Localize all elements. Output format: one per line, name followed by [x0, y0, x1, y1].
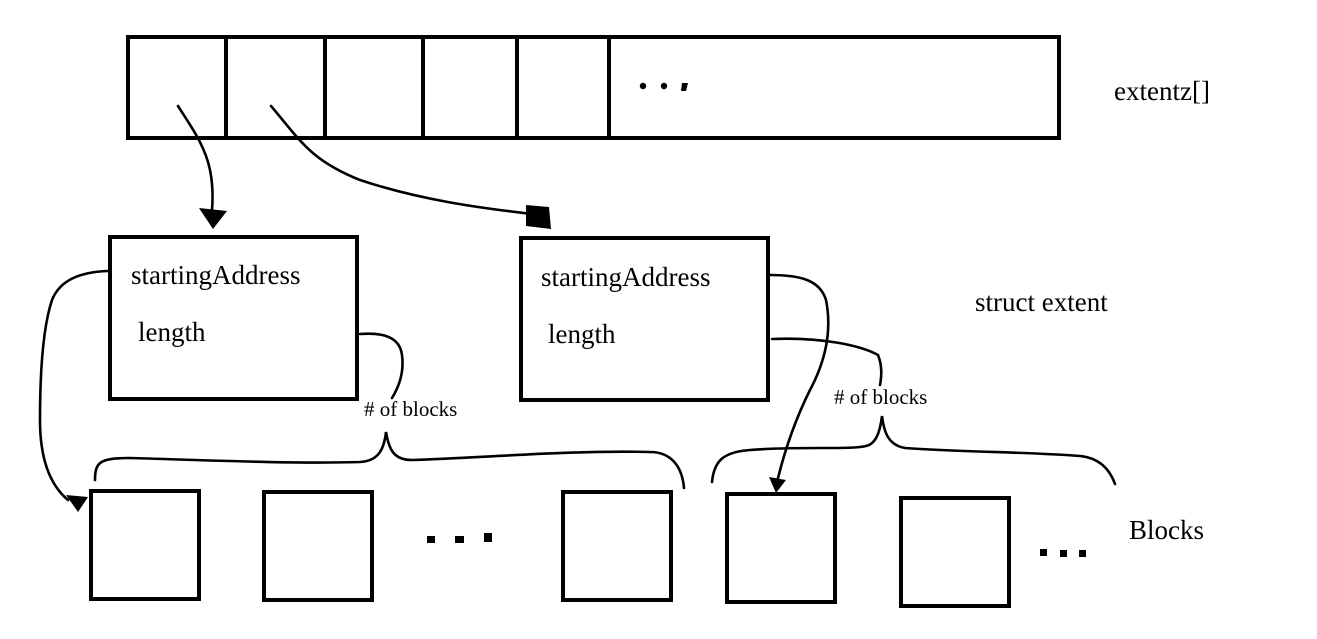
arrow-cell1-to-extent1	[269, 104, 534, 216]
extent-field-starting-address: startingAddress	[541, 262, 710, 292]
array-to-extent-arrows	[176, 104, 551, 229]
extent-box-0: startingAddress length	[108, 235, 359, 401]
brace-label: # of blocks	[834, 385, 927, 409]
brace-shape	[93, 431, 686, 490]
array-ellipsis	[639, 82, 688, 91]
block	[899, 496, 1011, 608]
arrow-head	[526, 205, 551, 229]
block	[561, 490, 673, 602]
extent-box-outline	[108, 235, 359, 401]
brace-1: # of blocks	[710, 385, 1117, 486]
extent-field-length: length	[548, 319, 616, 349]
arrow-cell0-to-extent0	[176, 104, 214, 212]
extent-array	[126, 35, 1061, 140]
array-outline	[126, 35, 1061, 140]
array-label: extentz[]	[1114, 76, 1210, 106]
brace-label: # of blocks	[364, 397, 457, 421]
extent-field-length: length	[138, 317, 206, 347]
arrow-head	[66, 495, 88, 512]
brace-0: # of blocks	[93, 397, 686, 490]
brace-shape	[710, 415, 1117, 486]
blocks-label: Blocks	[1129, 515, 1204, 545]
arrow-head	[199, 208, 227, 229]
struct-label: struct extent	[975, 287, 1108, 317]
blocks-ellipsis	[1040, 549, 1086, 557]
extent-box-1: startingAddress length	[519, 236, 770, 402]
extent-field-starting-address: startingAddress	[131, 260, 300, 290]
block	[262, 490, 374, 602]
extent-box-outline	[519, 236, 770, 402]
block	[89, 489, 201, 601]
block	[725, 492, 837, 604]
leader-extent0-length	[358, 332, 404, 400]
leader-extent1-length	[770, 337, 883, 387]
blocks-ellipsis	[427, 533, 492, 543]
pointer-extent0-to-block	[38, 269, 110, 502]
arrow-head	[769, 477, 786, 493]
length-leaders	[358, 332, 883, 400]
address-pointers	[38, 269, 830, 512]
blocks-row	[89, 489, 1086, 608]
pointer-extent1-to-block	[768, 273, 830, 480]
